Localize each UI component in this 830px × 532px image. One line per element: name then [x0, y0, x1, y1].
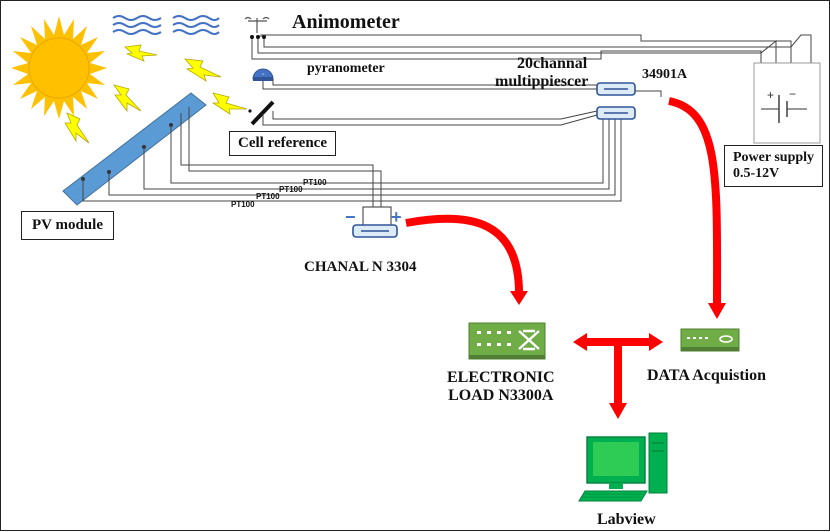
model-34901a-label: 34901A	[642, 67, 688, 82]
electronic-load-label-line2: LOAD N3300A	[448, 387, 554, 405]
channel-plus-sign: +	[391, 207, 402, 227]
pt100-label-4: PT100	[303, 178, 327, 187]
animometer-label: Animometer	[292, 11, 400, 33]
channel-module-icon	[352, 206, 398, 238]
power-supply-label-line1: Power supply	[733, 150, 815, 165]
pt100-label-3: PT100	[279, 185, 303, 194]
power-supply-icon	[753, 62, 821, 144]
sun-icon	[11, 16, 107, 119]
power-supply-label: Power supply 0.5-12V	[724, 145, 824, 188]
pv-module-label: PV module	[21, 211, 114, 241]
wiring	[82, 34, 812, 207]
multiplexer-label: 20channal multippiescer	[495, 55, 588, 92]
computer-icon	[578, 432, 668, 502]
multiplexer-label-line1: 20channal	[517, 55, 588, 72]
power-supply-label-line2: 0.5-12V	[733, 166, 780, 182]
data-acquisition-label: DATA Acquistion	[647, 367, 766, 384]
labview-label: Labview	[597, 511, 656, 528]
electronic-load-label: ELECTRONIC LOAD N3300A	[447, 369, 555, 406]
pt100-label-2: PT100	[256, 192, 280, 201]
data-acquisition-icon	[680, 328, 740, 352]
pv-panel-icon	[62, 92, 207, 206]
channel-minus-sign: −	[345, 207, 356, 227]
svg-text:~: ~	[262, 72, 265, 78]
wind-icon	[112, 15, 220, 35]
signal-arrows	[405, 97, 722, 405]
channel-label: CHANAL N 3304	[304, 259, 417, 275]
anemometer-icon	[244, 16, 270, 33]
multiplexer-card-top	[596, 82, 636, 96]
electronic-load-label-line1: ELECTRONIC	[447, 369, 555, 386]
pyranometer-icon: ~	[252, 68, 274, 81]
pyranometer-label: pyranometer	[307, 61, 385, 76]
multiplexer-label-line2: multippiescer	[495, 73, 589, 91]
cell-reference-label: Cell reference	[229, 131, 336, 157]
cell-reference-icon	[248, 100, 275, 126]
lightning-icon	[64, 44, 248, 144]
electronic-load-icon	[468, 322, 546, 360]
power-supply-plus-sign: +	[767, 88, 774, 102]
pt100-label-1: PT100	[231, 200, 255, 209]
arrowheads	[510, 291, 726, 419]
anemometer-terminals	[250, 35, 266, 39]
power-supply-minus-sign: −	[789, 87, 796, 101]
multiplexer-card-bottom	[596, 106, 636, 120]
